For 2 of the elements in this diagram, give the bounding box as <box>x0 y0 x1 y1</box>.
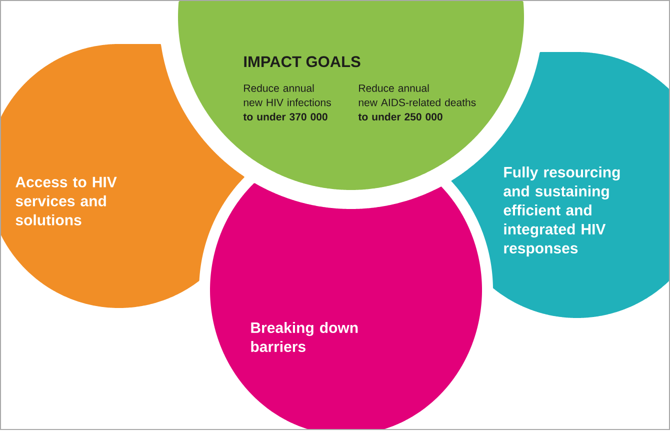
heading: IMPACT GOALS <box>244 56 360 68</box>
goal-text: Reduce annual new HIV infections to under 370 000 <box>243 84 331 121</box>
